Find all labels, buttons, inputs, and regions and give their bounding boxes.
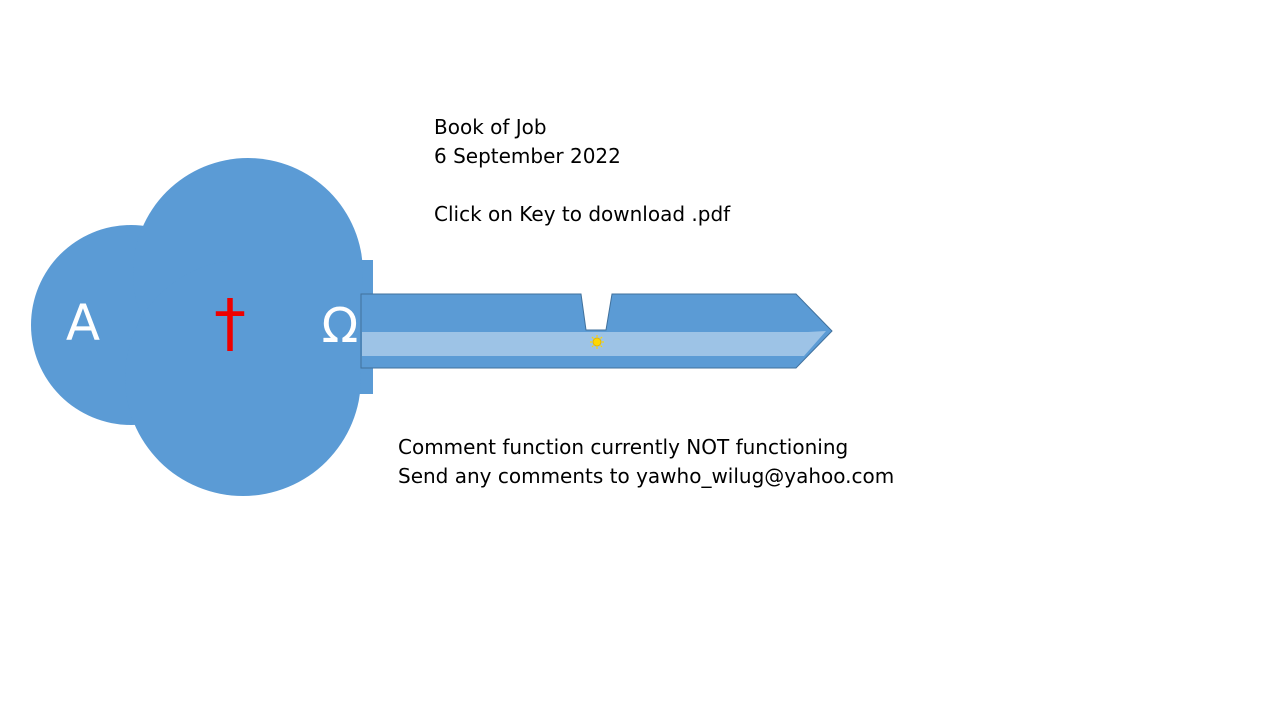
- info-text-block: Book of Job 6 September 2022 Click on Ke…: [434, 113, 730, 229]
- key-bow[interactable]: [31, 158, 373, 496]
- key-blade-body: [360, 293, 833, 369]
- comment-status-text: Comment function currently NOT functioni…: [398, 435, 849, 459]
- key-bow-fill: [235, 250, 360, 390]
- document-title: Book of Job: [434, 115, 547, 139]
- alpha-label: A: [66, 294, 100, 352]
- comment-email-text: Send any comments to yawho_wilug@yahoo.c…: [398, 464, 895, 488]
- cross-symbol: †: [214, 287, 246, 361]
- key-blade[interactable]: [360, 293, 833, 369]
- comment-notice-block: Comment function currently NOT functioni…: [398, 433, 894, 491]
- omega-label: Ω: [322, 298, 359, 354]
- download-instruction: Click on Key to download .pdf: [434, 202, 731, 226]
- document-date: 6 September 2022: [434, 144, 621, 168]
- spacer-line: [434, 171, 730, 200]
- sun-icon: [590, 335, 604, 349]
